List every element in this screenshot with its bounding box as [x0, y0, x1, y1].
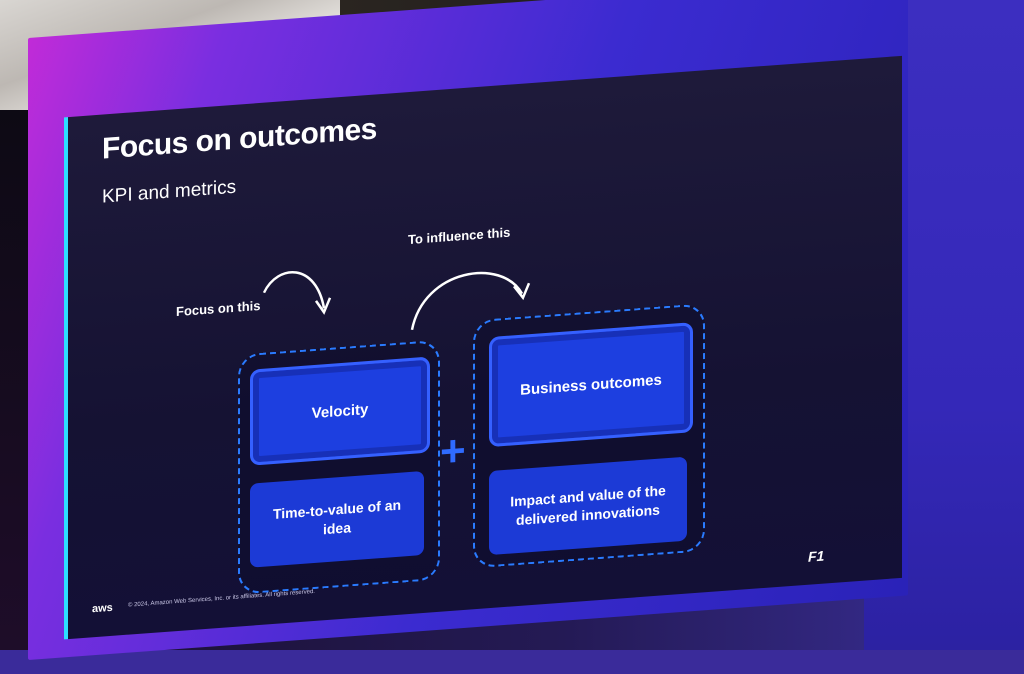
copyright-notice: © 2024, Amazon Web Services, Inc. or its… [128, 588, 315, 609]
metric-group-outcomes: Business outcomes Impact and value of th… [473, 303, 705, 569]
time-to-value-box: Time-to-value of an idea [250, 470, 424, 568]
curved-arrow-icon [262, 271, 332, 315]
f1-logo: F1 [808, 547, 825, 565]
impact-value-box: Impact and value of the delivered innova… [489, 456, 687, 556]
curved-arrow-icon [410, 271, 531, 330]
annotation-influence: To influence this [408, 224, 511, 248]
aws-logo: aws [92, 601, 113, 616]
stage-floor [0, 650, 1024, 674]
presentation-slide: Focus on outcomes KPI and metrics Focus … [64, 55, 902, 640]
annotation-focus: Focus on this [176, 297, 261, 320]
velocity-box: Velocity [250, 356, 430, 466]
slide-title: Focus on outcomes [102, 112, 377, 166]
projection-screen: Focus on outcomes KPI and metrics Focus … [28, 0, 908, 661]
metric-group-velocity: Velocity Time-to-value of an idea [238, 339, 440, 595]
plus-icon: + [440, 425, 466, 477]
business-outcomes-box: Business outcomes [489, 322, 693, 448]
slide-subtitle: KPI and metrics [102, 176, 237, 208]
